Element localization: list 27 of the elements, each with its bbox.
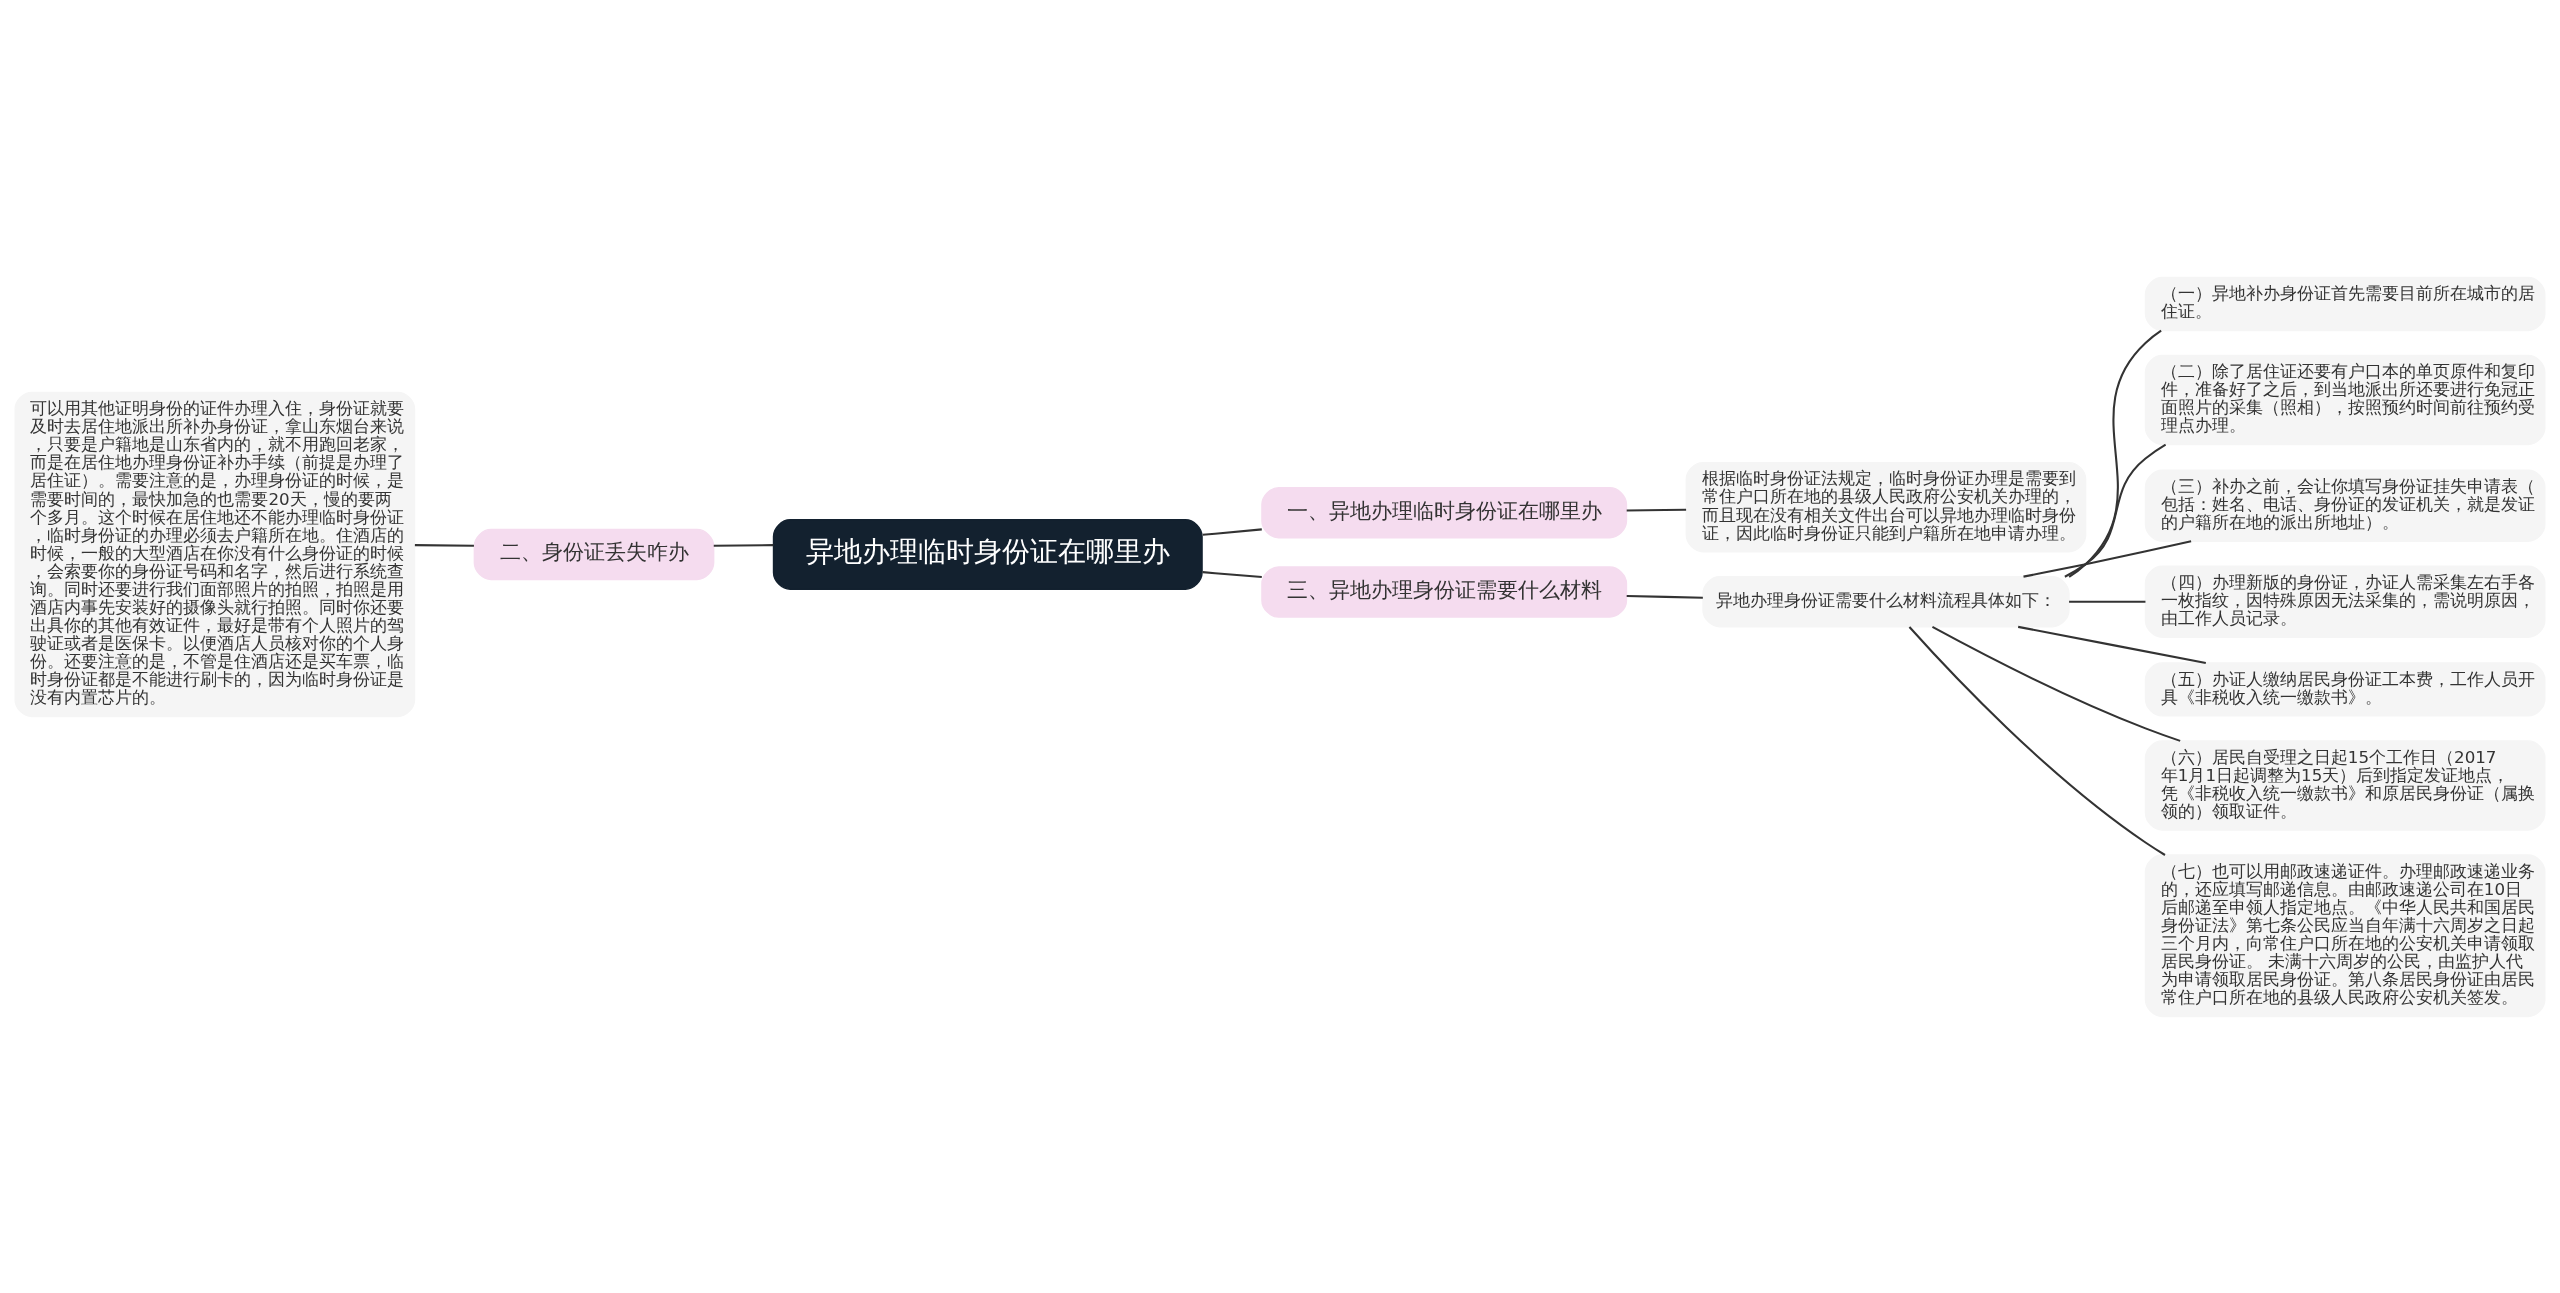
- node-box: 二、身份证丢失咋办: [473, 528, 715, 580]
- connector: [1931, 625, 2181, 742]
- node-box: （二）除了居住证还要有户口本的单页原件和复印件，准备好了之后，到当地派出所还要进行免冠正面照片的采集（照相），按照预约时间前往预约受理点办理。: [2144, 354, 2546, 445]
- connector: [1202, 570, 1262, 578]
- connector: [2023, 539, 2192, 578]
- node-box: 异地办理临时身份证在哪里办: [772, 518, 1203, 590]
- connector: [2017, 625, 2206, 664]
- node-box: 三、异地办理身份证需要什么材料: [1261, 565, 1628, 618]
- node-box: （五）办证人缴纳居民身份证工本费，工作人员开具《非税收入统一缴款书》。: [2144, 661, 2546, 717]
- node-box: （七）也可以用邮政速递证件。办理邮政速递业务的，还应填写邮递信息。由邮政速递公司在10日后邮递至申领人指定地点。《中华人民共和国居民身份证法》第七条公民应当自年满十六周岁之日起三个月内，向常住户口所在地的公安机关申请领取居民身份证。 未满十六周岁的公民，由监护人代为申请领取居民身份证。第八条居民身份证由居民常住户口所在地的县级人民政府公安机关签发。: [2144, 853, 2546, 1017]
- connector: [2068, 329, 2162, 578]
- connector: [2064, 443, 2167, 578]
- node-box: （四）办理新版的身份证，办证人需采集左右手各一枚指纹，因特殊原因无法采集的，需说明原因，由工作人员记录。: [2144, 565, 2546, 638]
- node-box: 异地办理身份证需要什么材料流程具体如下：: [1702, 575, 2070, 627]
- connector: [414, 543, 474, 547]
- node-box: （六）居民自受理之日起15个工作日（2017年1月1日起调整为15天）后到指定发证地点，凭《非税收入统一缴款书》和原居民身份证（属换领的）领取证件。: [2144, 739, 2546, 831]
- connector: [1626, 508, 1687, 511]
- node-box: 可以用其他证明身份的证件办理入住，身份证就要及时去居住地派出所补办身份证，拿山东烟台来说，只要是户籍地是山东省内的，就不用跑回老家，而是在居住地办理身份证补办手续（前提是办理了居住证）。需要注意的是，办理身份证的时候，是需要时间的，最快加急的也需要20天，慢的要两个多月。这个时候在居住地还不能办理临时身份证，临时身份证的办理必须去户籍所在地。住酒店的时候，一般的大型酒店在你没有什么身份证的时候，会索要你的身份证号码和名字，然后进行系统查询。同时还要进行我们面部照片的拍照，拍照是用酒店内事先安装好的摄像头就行拍照。同时你还要出具你的其他有效证件，最好是带有个人照片的驾驶证或者是医保卡。以便酒店人员核对你的个人身份。还要注意的是，不管是住酒店还是买车票，临时身份证都是不能进行刷卡的，因为临时身份证是没有内置芯片的。: [14, 391, 416, 717]
- connector: [2069, 600, 2146, 603]
- node-box: 一、异地办理临时身份证在哪里办: [1261, 486, 1628, 538]
- connector: [1202, 527, 1262, 536]
- node-box: 根据临时身份证法规定，临时身份证办理是需要到常住户口所在地的县级人民政府公安机关办理的，而且现在没有相关文件出台可以异地办理临时身份证，因此临时身份证只能到户籍所在地申请办理。: [1685, 461, 2087, 552]
- connector: [1908, 625, 2166, 856]
- node-box: （三）补办之前，会让你填写身份证挂失申请表（包括：姓名、电话、身份证的发证机关，就是发证的户籍所在地的派出所地址）。: [2144, 469, 2546, 542]
- connector: [1626, 594, 1703, 599]
- connector: [713, 543, 774, 547]
- node-box: （一）异地补办身份证首先需要目前所在城市的居住证。: [2144, 276, 2546, 331]
